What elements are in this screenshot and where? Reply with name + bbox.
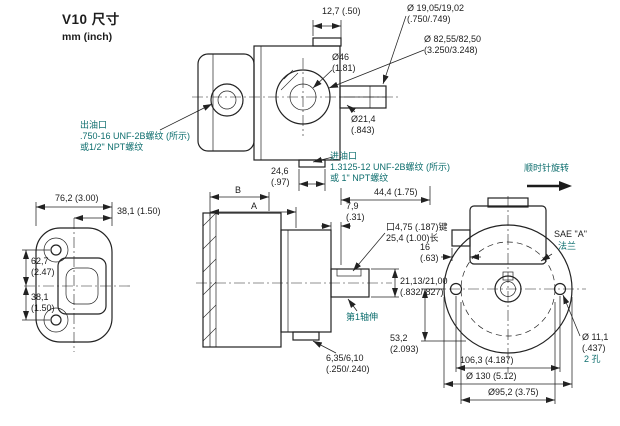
units-note: mm (inch) bbox=[62, 31, 113, 43]
flange-view bbox=[22, 202, 130, 352]
side-view bbox=[196, 192, 399, 354]
top-view bbox=[159, 15, 431, 205]
rotation-arrow-head bbox=[559, 181, 572, 191]
title-word: 尺寸 bbox=[91, 12, 120, 27]
rear-view bbox=[421, 181, 586, 404]
page-title: V10 尺寸 bbox=[62, 8, 120, 28]
title-model: V10 bbox=[62, 12, 88, 27]
drawing-header: V10 尺寸 mm (inch) bbox=[62, 8, 120, 43]
